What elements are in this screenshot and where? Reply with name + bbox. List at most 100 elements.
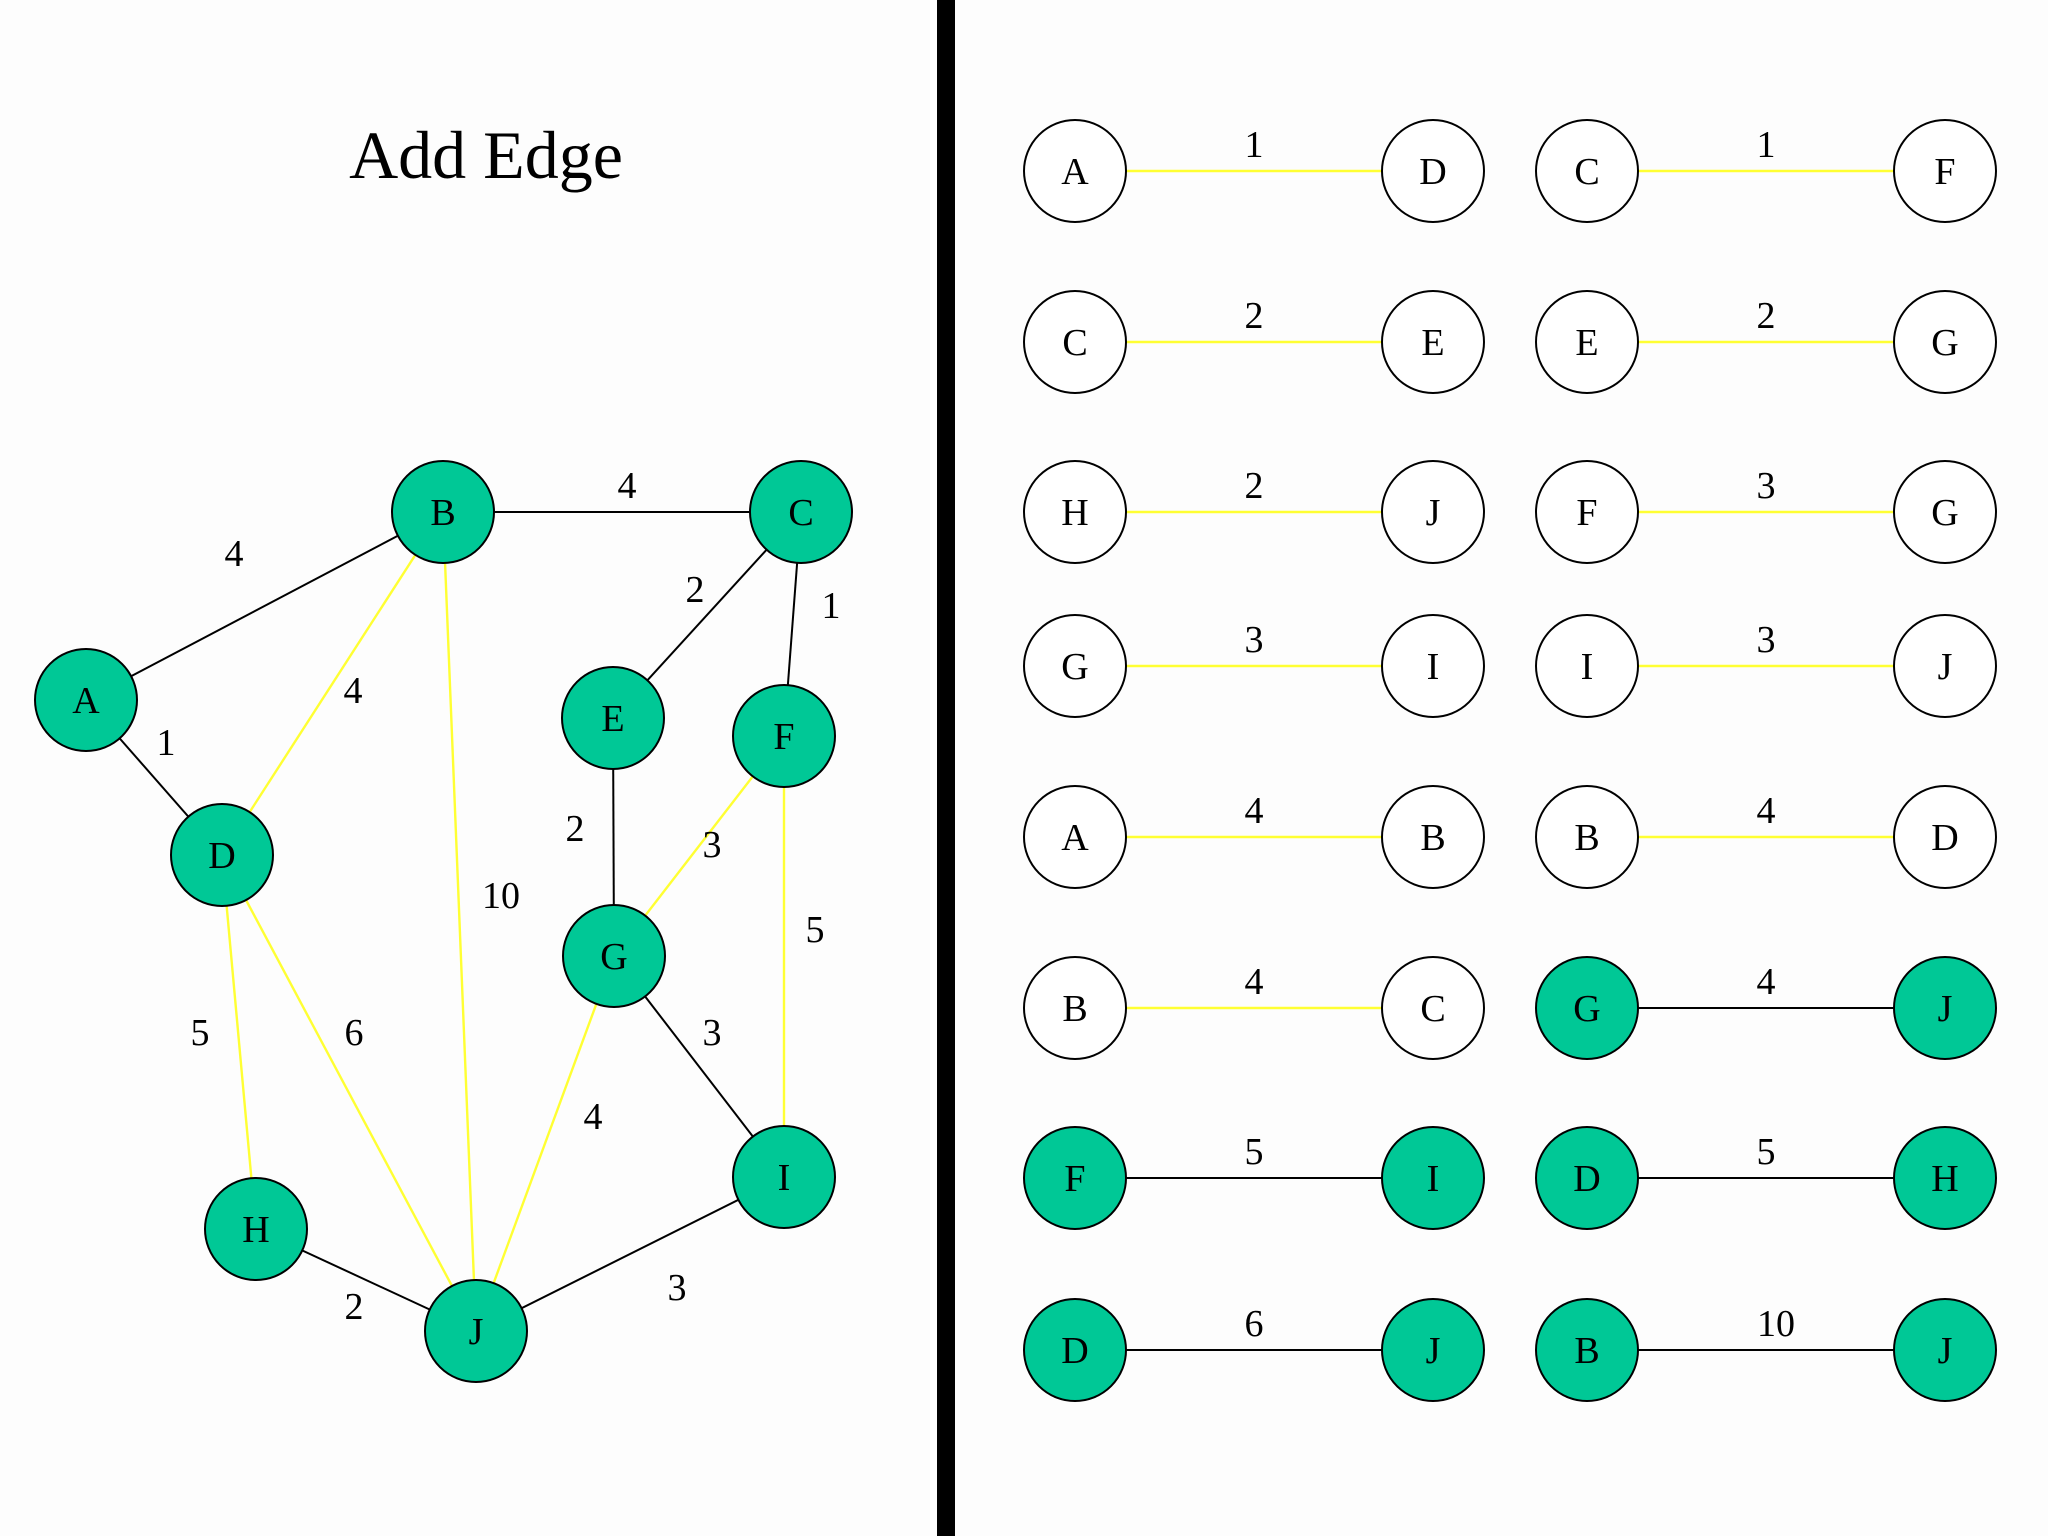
graph-weight-a-d: 1 <box>157 722 176 764</box>
edge-list-node-label: E <box>1421 322 1444 364</box>
edge-list-item-d-j: 6D J <box>1023 1298 1485 1402</box>
graph-node-circle <box>732 1125 836 1229</box>
panel-divider <box>937 0 955 1536</box>
graph-node-g: G <box>562 904 666 1008</box>
graph-weight-d-j: 6 <box>345 1012 364 1054</box>
edge-list-node-label: D <box>1061 1330 1088 1372</box>
graph-node-circle <box>732 684 836 788</box>
edge-list-weight: 2 <box>1245 295 1264 337</box>
graph-edge-a-b <box>85 511 444 701</box>
edge-list-node-from <box>1023 956 1127 1060</box>
edge-list-node-label: J <box>1938 1330 1953 1372</box>
edge-list-node-label: A <box>1061 151 1089 193</box>
graph-node-label: D <box>208 835 235 877</box>
graph-node-label: A <box>72 680 100 722</box>
edge-list-node-from <box>1023 119 1127 223</box>
edge-list-node-label: J <box>1938 646 1953 688</box>
edge-list-item-c-e: 2C E <box>1023 290 1485 394</box>
edge-list-node-from <box>1535 460 1639 564</box>
edge-list-weight: 3 <box>1757 465 1776 507</box>
edge-list-node-to <box>1893 614 1997 718</box>
edge-list-node-label: F <box>1934 151 1955 193</box>
edge-list-node-label: C <box>1062 322 1087 364</box>
edge-list-node-from <box>1535 1126 1639 1230</box>
edge-list-node-from <box>1023 460 1127 564</box>
graph-node-label: E <box>601 698 624 740</box>
edge-list-node-label: F <box>1064 1158 1085 1200</box>
edge-list-node-from <box>1023 1298 1127 1402</box>
edge-list-weight: 6 <box>1245 1303 1264 1345</box>
graph-node-label: F <box>773 716 794 758</box>
edge-list-weight: 4 <box>1757 961 1776 1003</box>
edge-list-node-label: H <box>1061 492 1088 534</box>
slide-title: Add Edge <box>349 117 623 193</box>
graph-edge-b-j <box>441 511 478 1332</box>
edge-list-item-i-j: 3I J <box>1535 614 1997 718</box>
graph-weight-d-h: 5 <box>191 1012 210 1054</box>
edge-list-node-to <box>1893 119 1997 223</box>
edge-list-node-label: I <box>1427 646 1440 688</box>
graph-node-label: J <box>469 1311 484 1353</box>
graph-node-f: F <box>732 684 836 788</box>
graph-node-circle <box>562 904 666 1008</box>
edge-list-node-to <box>1893 956 1997 1060</box>
edge-list-node-to <box>1893 1126 1997 1230</box>
edge-list-weight: 4 <box>1245 790 1264 832</box>
graph-node-circle <box>204 1177 308 1281</box>
graph-edge-i-j <box>475 1176 785 1332</box>
graph-weight-a-b: 4 <box>225 533 244 575</box>
edge-list-weight: 1 <box>1245 124 1264 166</box>
edge-list-node-to <box>1381 1126 1485 1230</box>
edge-list-node-to <box>1381 956 1485 1060</box>
graph-node-label: B <box>430 492 455 534</box>
graph-edge-b-d <box>220 511 445 856</box>
graph-node-b: B <box>391 460 495 564</box>
edge-list-weight: 10 <box>1757 1303 1795 1345</box>
graph-weight-c-e: 2 <box>686 569 705 611</box>
graph-node-j: J <box>424 1279 528 1383</box>
edge-list-node-label: G <box>1931 322 1958 364</box>
graph-weight-f-g: 3 <box>703 824 722 866</box>
edge-list-node-label: J <box>1426 1330 1441 1372</box>
edge-list-node-label: A <box>1061 817 1089 859</box>
edge-list-node-label: H <box>1931 1158 1958 1200</box>
edge-list-node-to <box>1381 614 1485 718</box>
edge-list-node-to <box>1893 460 1997 564</box>
graph-node-label: H <box>242 1209 269 1251</box>
graph-weight-e-g: 2 <box>566 808 585 850</box>
edge-list-node-from <box>1535 785 1639 889</box>
edge-list-weight: 1 <box>1757 124 1776 166</box>
graph-weight-h-j: 2 <box>345 1286 364 1328</box>
edge-list-node-to <box>1381 290 1485 394</box>
graph-weight-b-d: 4 <box>344 670 363 712</box>
graph-weight-i-j: 3 <box>668 1267 687 1309</box>
edge-list-node-label: B <box>1574 1330 1599 1372</box>
edge-list-weight: 3 <box>1245 619 1264 661</box>
edge-list-weight: 3 <box>1757 619 1776 661</box>
edge-list-node-from <box>1023 785 1127 889</box>
graph-weight-c-f: 1 <box>822 585 841 627</box>
edge-list-node-label: D <box>1573 1158 1600 1200</box>
graph-node-circle <box>561 666 665 770</box>
edge-list-node-to <box>1893 290 1997 394</box>
edge-list-node-label: I <box>1581 646 1594 688</box>
edge-list-weight: 2 <box>1757 295 1776 337</box>
graph-weight-g-i: 3 <box>703 1012 722 1054</box>
edge-list-node-from <box>1535 1298 1639 1402</box>
edge-list-weight: 5 <box>1757 1131 1776 1173</box>
graph-node-label: I <box>778 1157 791 1199</box>
graph-weight-g-j: 4 <box>584 1096 603 1138</box>
edge-list-weight: 4 <box>1245 961 1264 1003</box>
graph-edge-d-j <box>220 854 478 1332</box>
graph-node-d: D <box>170 803 274 907</box>
edge-list-node-label: D <box>1931 817 1958 859</box>
edge-list-node-to <box>1381 785 1485 889</box>
